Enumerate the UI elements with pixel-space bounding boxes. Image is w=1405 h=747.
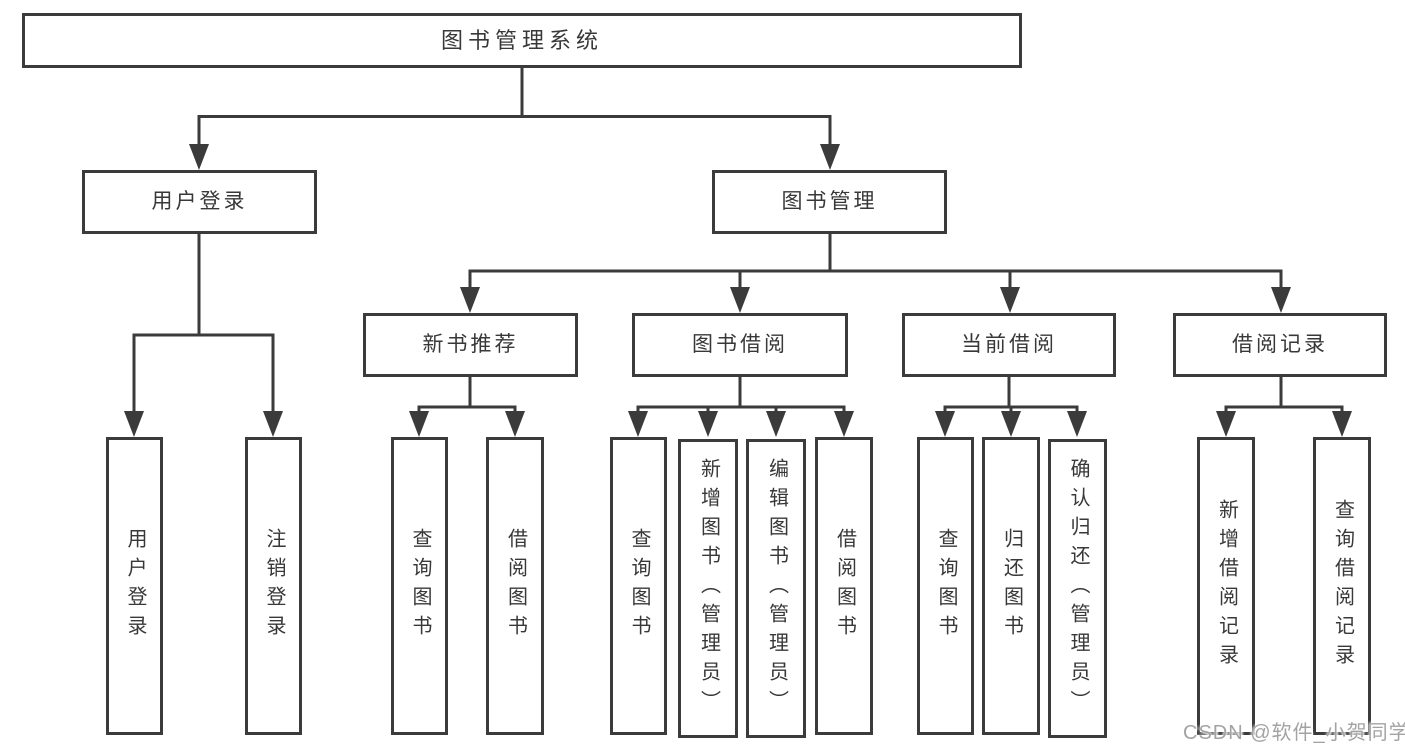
node-borrow-records: 借阅记录 (1173, 313, 1387, 377)
node-query-borrow-record: 查询借阅记录 (1313, 437, 1371, 735)
csdn-watermark: CSDN @软件_小贺同学 (1183, 722, 1405, 744)
node-logout-leaf: 注销登录 (245, 437, 302, 735)
node-return-book: 归还图书 (982, 437, 1040, 735)
node-borrow-books-recommend: 借阅图书 (486, 437, 544, 735)
node-borrow-books-leaf: 借阅图书 (815, 437, 873, 735)
node-query-books-borrow: 查询图书 (610, 437, 667, 735)
node-root: 图书管理系统 (22, 13, 1022, 68)
node-edit-book-admin: 编辑图书（管理员） (746, 439, 806, 738)
node-confirm-return-admin: 确认归还（管理员） (1048, 439, 1107, 738)
node-add-borrow-record: 新增借阅记录 (1197, 437, 1255, 735)
node-query-books-recommend: 查询图书 (391, 437, 448, 735)
node-add-book-admin: 新增图书（管理员） (678, 439, 738, 738)
node-book-management: 图书管理 (712, 170, 947, 234)
node-login-leaf: 用户登录 (106, 437, 163, 735)
node-new-book-recommend: 新书推荐 (363, 313, 578, 377)
node-book-borrow: 图书借阅 (632, 313, 848, 377)
node-user-login: 用户登录 (82, 170, 317, 234)
node-query-books-current: 查询图书 (917, 437, 974, 735)
node-current-borrow: 当前借阅 (902, 313, 1116, 377)
